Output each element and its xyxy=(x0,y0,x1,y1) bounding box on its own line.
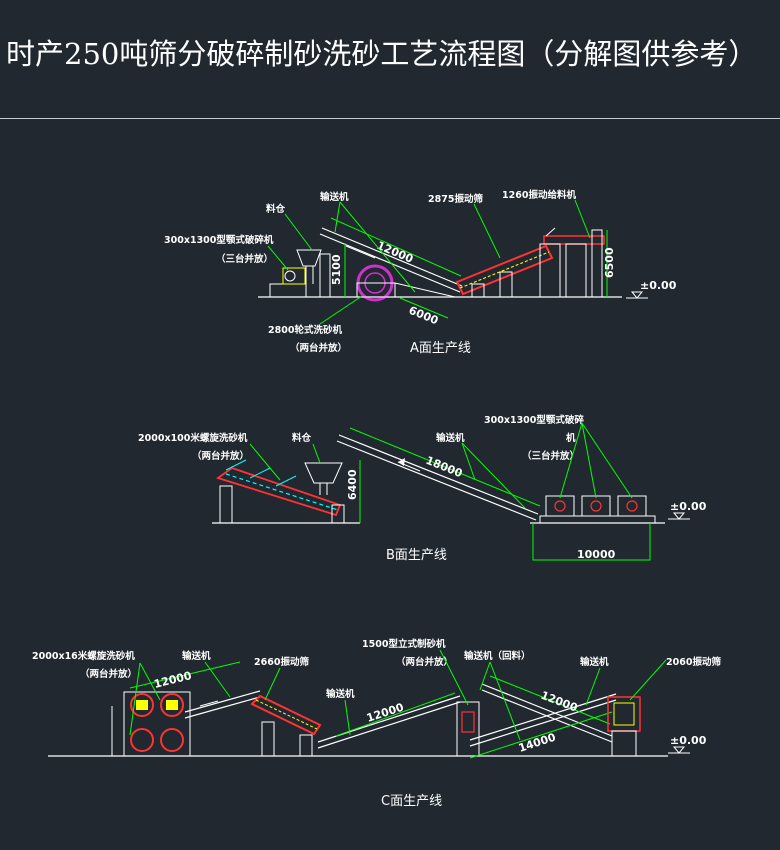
a-level-label: ±0.00 xyxy=(640,279,677,292)
a-wheel-washer xyxy=(356,264,396,302)
a-section-name: A面生产线 xyxy=(410,341,471,356)
diagram-title: 时产250吨筛分破碎制砂洗砂工艺流程图（分解图供参考） xyxy=(6,37,758,71)
c-dim-conveyor-3: 12000 xyxy=(539,689,580,715)
a-dim-feeder-height: 6500 xyxy=(603,247,616,278)
c-label-screen-1: 2660振动筛 xyxy=(254,656,309,668)
c-level-label: ±0.00 xyxy=(670,734,707,747)
section-b: ±0.00 6400 18000 xyxy=(138,414,707,563)
b-level-marker: ±0.00 xyxy=(668,500,707,520)
b-dim-horizontal: 10000 xyxy=(577,548,616,561)
a-label-wheel-1: 2800轮式洗砂机 xyxy=(268,324,342,336)
a-dim-horizontal: 6000 xyxy=(407,304,441,328)
c-sand-maker xyxy=(456,701,480,757)
title-divider xyxy=(0,118,780,119)
b-label-spiral-2: （两台并放） xyxy=(192,450,249,462)
b-label-spiral-1: 2000x100米螺旋洗砂机 xyxy=(138,432,248,444)
c-conveyor-1 xyxy=(184,690,261,719)
b-jaw-crushers xyxy=(539,495,656,524)
a-level-marker: ±0.00 xyxy=(626,279,677,299)
a-conveyor xyxy=(319,227,463,293)
c-label-screen-2: 2060振动筛 xyxy=(666,656,721,668)
c-label-conveyor-return: 输送机（回料） xyxy=(464,650,531,662)
a-hopper xyxy=(296,249,322,284)
c-dim-conveyor-4: 14000 xyxy=(517,731,558,755)
c-label-conveyor-3: 输送机 xyxy=(580,656,609,668)
a-leader-lines xyxy=(267,199,591,325)
section-c: ±0.00 12000 xyxy=(32,638,721,809)
a-label-conveyor: 输送机 xyxy=(320,191,349,203)
b-hopper xyxy=(304,462,343,495)
a-jaw-crusher xyxy=(269,267,307,298)
b-label-jaw-1: 300x1300型颚式破碎 xyxy=(484,414,584,426)
a-vibrating-screen xyxy=(455,244,554,298)
b-label-hopper: 料仓 xyxy=(292,432,312,444)
a-label-wheel-2: （两台并放） xyxy=(290,342,347,354)
c-label-sand-maker-1: 1500型立式制砂机 xyxy=(362,638,446,650)
b-leader-lines xyxy=(249,422,633,509)
c-conveyor-3 xyxy=(469,693,617,747)
a-label-screen: 2875振动筛 xyxy=(428,193,483,205)
c-level-marker: ±0.00 xyxy=(668,734,707,754)
c-label-sand-maker-2: （两台并放） xyxy=(396,656,453,668)
a-label-feeder: 1260振动给料机 xyxy=(502,189,576,201)
c-section-name: C面生产线 xyxy=(381,794,442,809)
process-flow-drawing: ±0.00 12000 5100 xyxy=(32,189,721,809)
b-conveyor xyxy=(336,434,539,521)
c-vibrating-screen-1 xyxy=(250,694,322,757)
c-leader-lines xyxy=(129,649,667,741)
a-label-jaw-2: （三台并放） xyxy=(216,253,273,265)
b-label-conveyor: 输送机 xyxy=(436,432,465,444)
a-dim-conveyor: 12000 xyxy=(375,239,416,266)
a-vibrating-feeder xyxy=(539,227,605,298)
b-level-label: ±0.00 xyxy=(670,500,707,513)
b-section-name: B面生产线 xyxy=(386,548,447,563)
b-dim-height: 6400 xyxy=(346,469,359,500)
c-label-spiral-1: 2000x16米螺旋洗砂机 xyxy=(32,650,135,662)
a-label-jaw-1: 300x1300型颚式破碎机 xyxy=(164,234,274,246)
c-spiral-washers xyxy=(111,691,191,757)
c-label-conveyor-2: 输送机 xyxy=(326,688,355,700)
b-spiral-washer xyxy=(216,459,345,524)
c-label-spiral-2: （两台并放） xyxy=(80,668,137,680)
c-dim-conveyor-1: 12000 xyxy=(153,669,194,691)
a-dim-height: 5100 xyxy=(330,254,343,285)
a-label-hopper: 料仓 xyxy=(266,203,286,215)
b-label-jaw-2: 机 xyxy=(566,432,576,444)
c-label-conveyor-1: 输送机 xyxy=(182,650,211,662)
b-label-jaw-3: （三台并放） xyxy=(522,450,579,462)
section-a: ±0.00 12000 5100 xyxy=(164,189,677,356)
c-vibrating-screen-2 xyxy=(607,696,641,757)
